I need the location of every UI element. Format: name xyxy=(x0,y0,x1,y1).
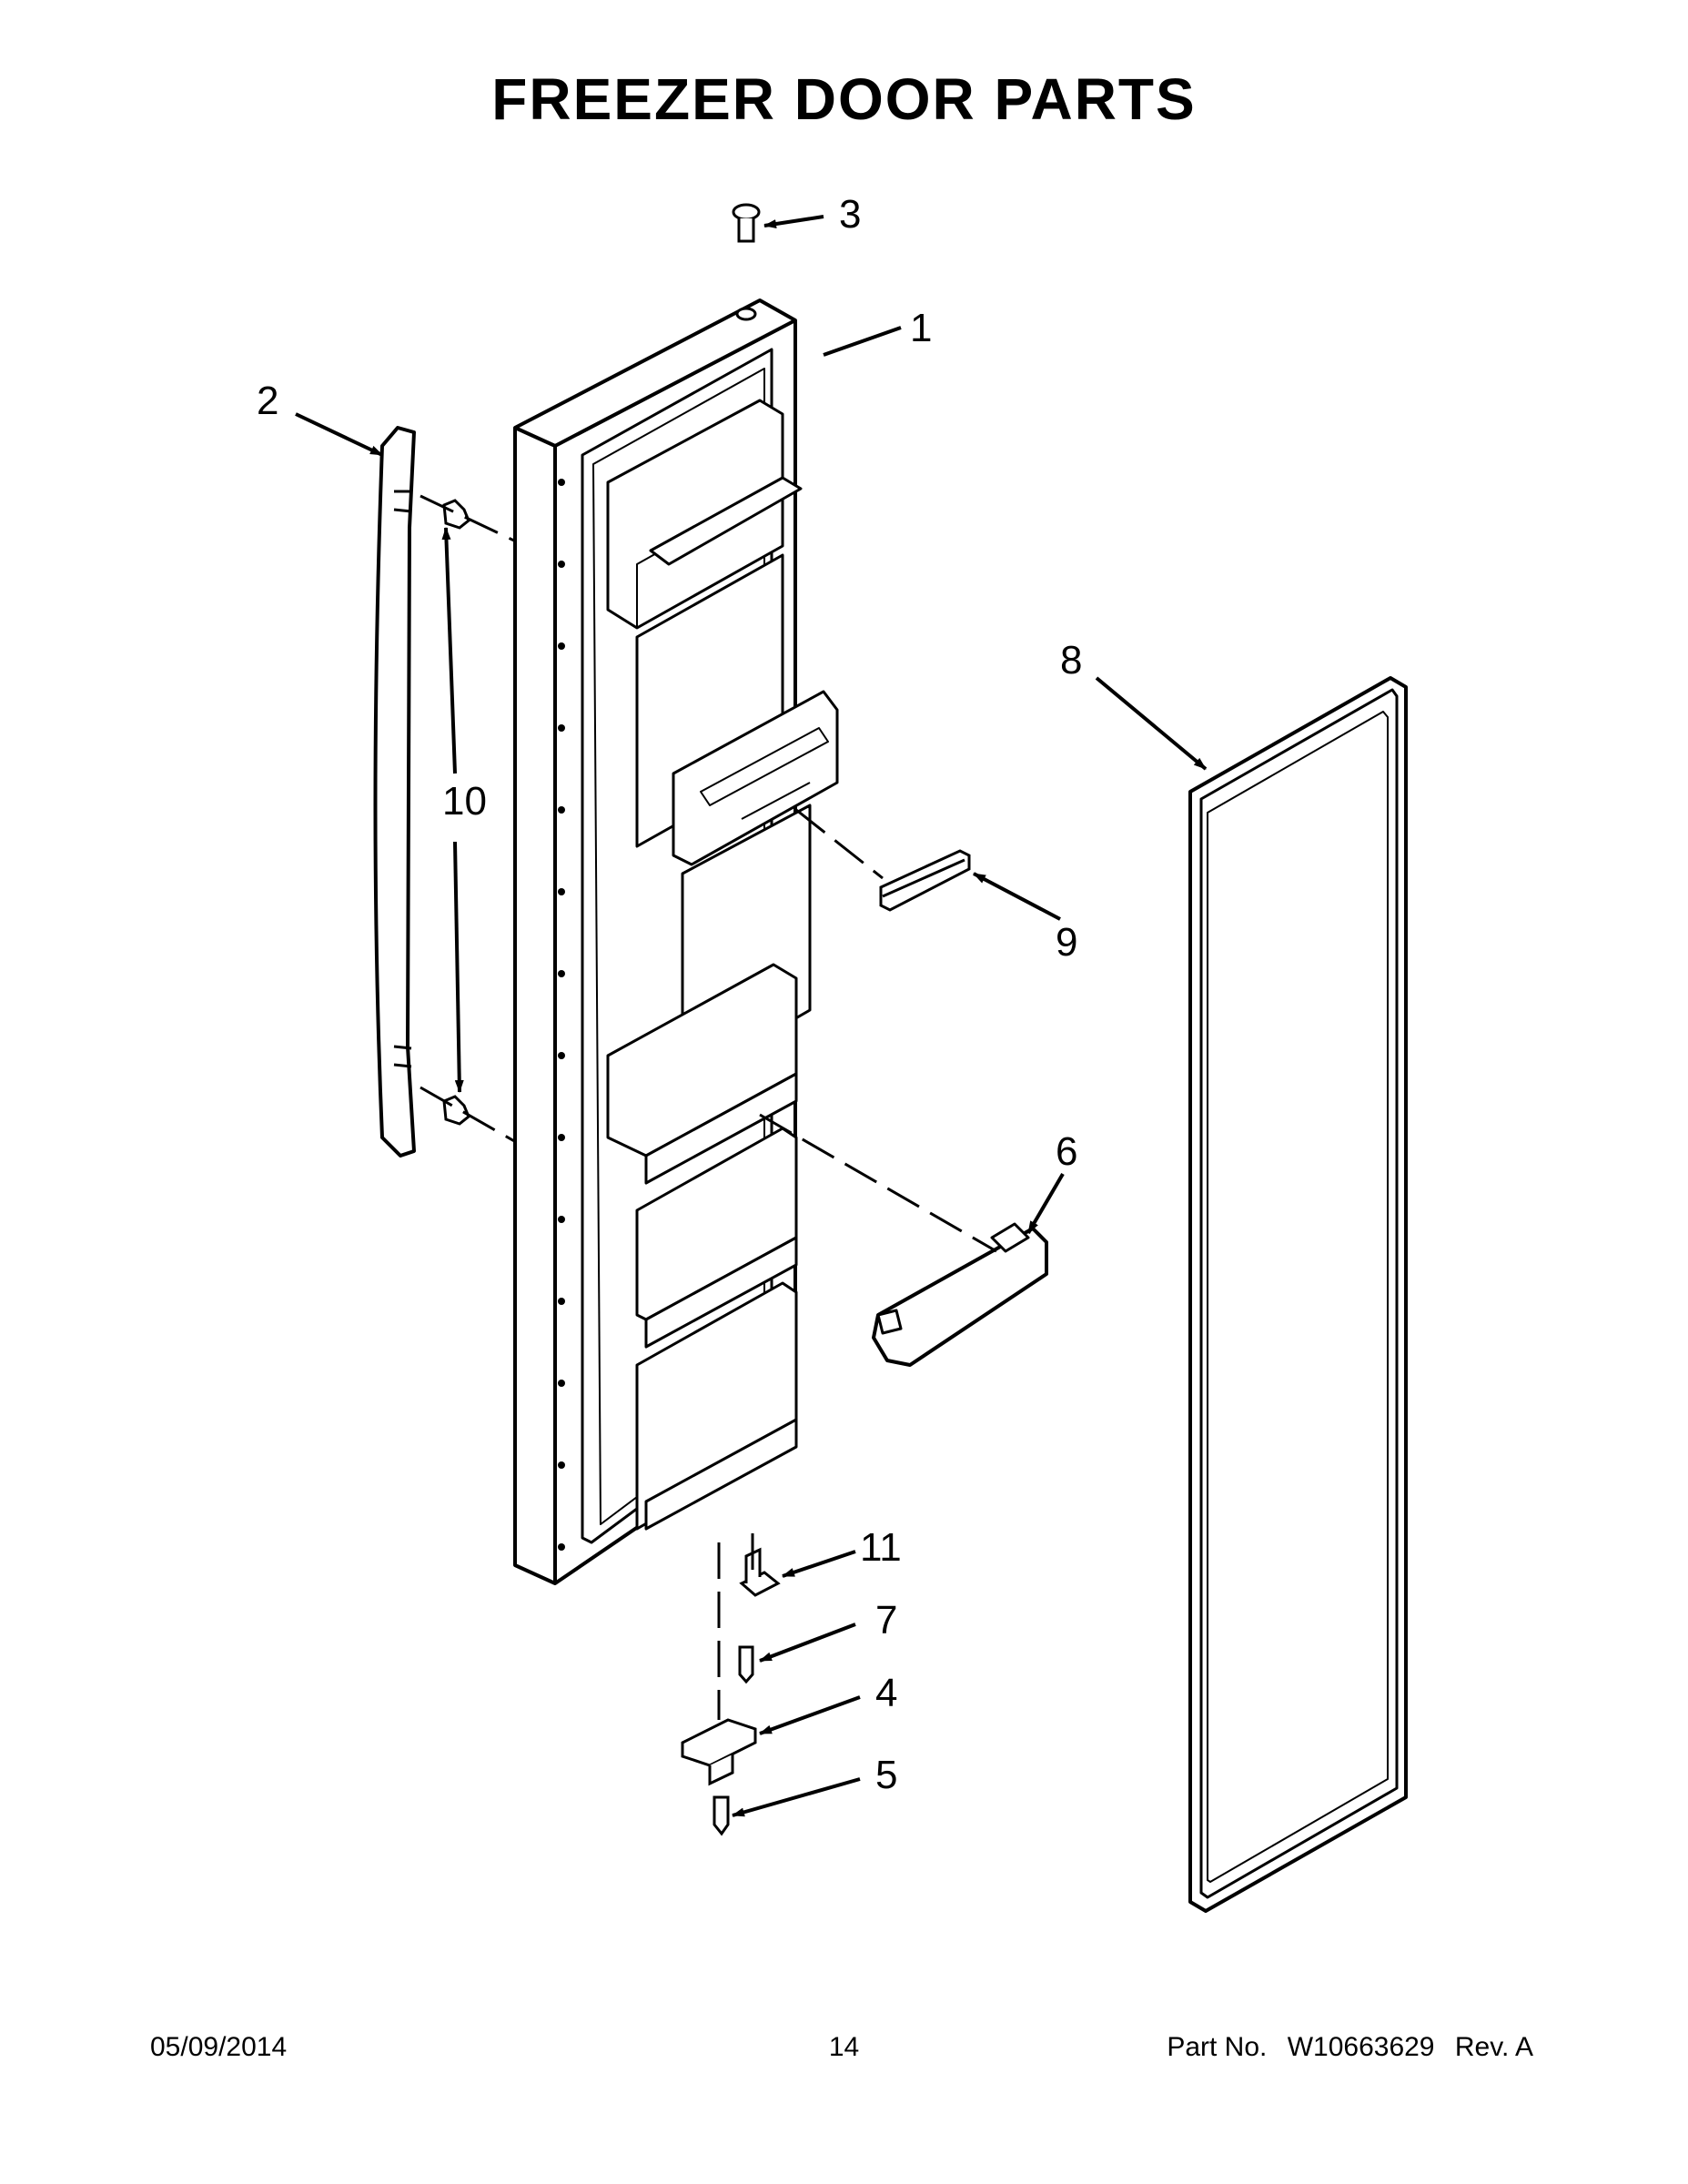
callout-8: 8 xyxy=(1060,638,1082,682)
screw-part-5 xyxy=(713,1795,730,1836)
assembly-lines xyxy=(419,494,997,1720)
screw-part-7 xyxy=(738,1645,754,1684)
callout-1: 1 xyxy=(910,306,932,350)
callout-3: 3 xyxy=(839,192,861,237)
footer-page-number: 14 xyxy=(828,2032,860,2062)
trim-strip-part-9 xyxy=(879,849,971,912)
footer-revision: Rev. A xyxy=(1454,2032,1533,2062)
footer-part-number: W10663629 xyxy=(1287,2032,1435,2062)
door-gasket-part-8 xyxy=(1188,676,1408,1913)
callout-2: 2 xyxy=(257,379,278,423)
callout-11: 11 xyxy=(860,1525,902,1570)
footer-part-info: Part No. W10663629 Rev. A xyxy=(1167,2032,1533,2063)
freezer-door-part-1 xyxy=(513,298,839,1585)
hinge-pin-part-11 xyxy=(739,1547,781,1597)
leader-lines xyxy=(295,215,1208,1817)
door-bin-part-6 xyxy=(872,1222,1048,1367)
callout-6: 6 xyxy=(1056,1129,1077,1174)
page-title: FREEZER DOOR PARTS xyxy=(491,66,1197,132)
hinge-bushing-part-3 xyxy=(732,203,761,243)
callout-9: 9 xyxy=(1056,920,1077,965)
door-handle-part-2 xyxy=(373,426,416,1158)
callout-7: 7 xyxy=(875,1598,897,1643)
footer-date: 05/09/2014 xyxy=(150,2032,288,2062)
callout-10: 10 xyxy=(442,779,487,824)
callout-4: 4 xyxy=(875,1671,897,1715)
footer-part-prefix: Part No. xyxy=(1167,2032,1268,2062)
callout-labels: 1 2 3 4 5 6 7 8 9 10 11 xyxy=(257,192,1082,1797)
callout-5: 5 xyxy=(875,1753,897,1797)
hinge-bracket-part-4 xyxy=(681,1718,757,1786)
